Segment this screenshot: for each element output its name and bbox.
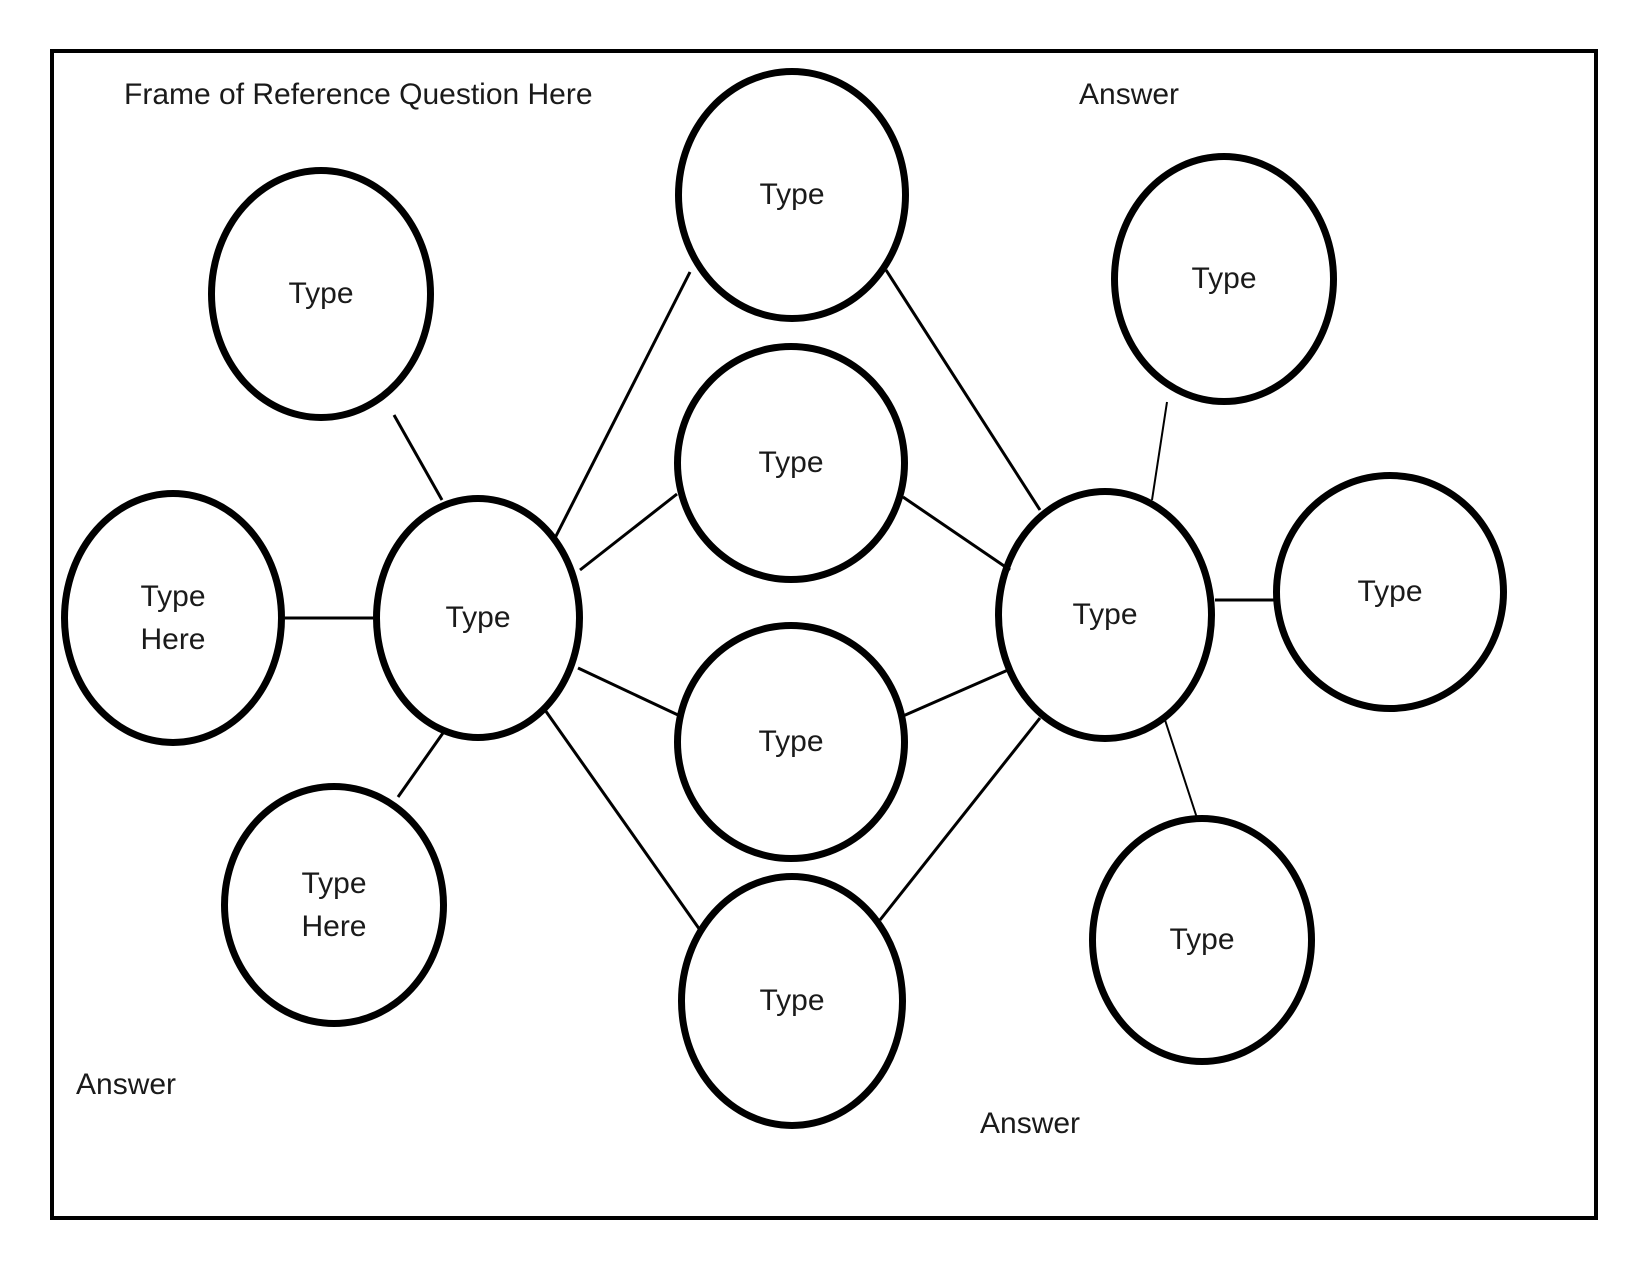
answer-label-bottom-center: Answer (980, 1107, 1081, 1140)
node-label-middle-lower: Type (758, 725, 824, 759)
node-bottom-left[interactable]: Type Here (221, 783, 447, 1027)
edge-bottom-center-to-right-hub (878, 717, 1042, 921)
frame-border (50, 49, 1598, 1220)
edge-top-center-to-right-hub (884, 269, 1042, 511)
node-label-left-hub: Type (445, 601, 511, 635)
node-left-hub[interactable]: Type (373, 495, 583, 741)
node-label-top-left: Type (288, 277, 354, 311)
edge-right-hub-to-bottom-right (1164, 719, 1198, 819)
node-left[interactable]: Type Here (61, 490, 285, 746)
edge-top-right-to-right-hub (1151, 401, 1168, 501)
node-bottom-right[interactable]: Type (1089, 815, 1315, 1065)
edge-middle-upper-to-right-hub (902, 495, 1011, 572)
edge-left-hub-to-bottom-center (543, 709, 702, 931)
node-label-bottom-right: Type (1169, 923, 1235, 957)
node-label-bottom-center: Type (759, 984, 825, 1018)
edge-left-hub-to-middle-lower (577, 666, 679, 717)
node-top-center[interactable]: Type (675, 68, 909, 322)
node-label-bottom-left: Type Here (301, 866, 367, 944)
edge-bottom-left-to-left-hub (396, 732, 445, 798)
node-middle-upper[interactable]: Type (674, 343, 908, 583)
node-label-right-hub: Type (1072, 598, 1138, 632)
page-title: Frame of Reference Question Here (124, 78, 593, 111)
node-middle-lower[interactable]: Type (674, 622, 908, 862)
edge-left-hub-to-top-center (552, 271, 692, 541)
node-top-right[interactable]: Type (1111, 153, 1337, 405)
node-label-left: Type Here (140, 579, 206, 657)
node-label-right: Type (1357, 575, 1423, 609)
node-right[interactable]: Type (1273, 472, 1507, 712)
node-label-top-right: Type (1191, 262, 1257, 296)
answer-label-bottom-left: Answer (76, 1068, 177, 1101)
edge-middle-lower-to-right-hub (902, 668, 1009, 718)
edge-left-hub-to-middle-upper (579, 492, 678, 572)
node-label-top-center: Type (759, 178, 825, 212)
answer-label-top-right: Answer (1079, 78, 1180, 111)
node-top-left[interactable]: Type (208, 167, 434, 421)
node-right-hub[interactable]: Type (995, 488, 1215, 742)
node-bottom-center[interactable]: Type (678, 873, 906, 1129)
node-label-middle-upper: Type (758, 446, 824, 480)
edge-top-left-to-left-hub (392, 414, 444, 501)
